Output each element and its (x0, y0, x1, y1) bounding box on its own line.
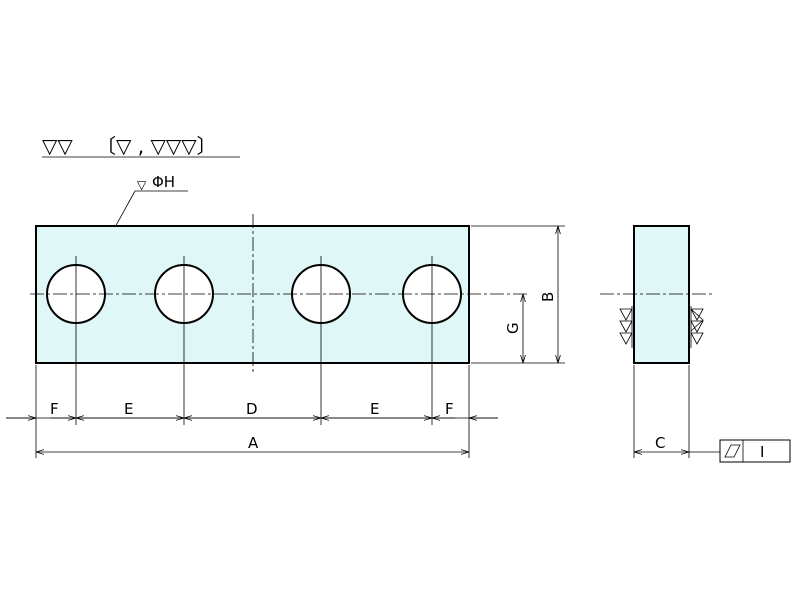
dim-label-G: G (504, 322, 522, 334)
dim-label-C: C (655, 434, 665, 452)
finish-right-2 (690, 320, 704, 333)
plate-body (35, 225, 470, 364)
dim-label-B: B (539, 292, 557, 302)
finish-right-3 (690, 332, 704, 345)
hole-finish-symbol: ▽ (137, 178, 147, 192)
tolerance-frame-box (719, 439, 791, 463)
finish-left-3 (619, 332, 633, 345)
finish-right-4 (690, 308, 704, 332)
surface-finish-symbol: ▽▽ (42, 134, 73, 158)
dimension-row-1: F E D E F (6, 400, 498, 418)
dimension-B-G: B G (471, 225, 565, 364)
flatness-icon (724, 444, 741, 458)
front-view (30, 214, 530, 458)
surface-finish-note: ▽▽ 〔▽ , ▽▽▽〕 (42, 134, 240, 158)
dimension-A: A (36, 434, 469, 452)
finish-left-2 (619, 320, 633, 333)
side-body (633, 225, 690, 364)
dim-label-F-right: F (445, 400, 454, 418)
finish-right-1 (690, 308, 704, 321)
tolerance-value: I (760, 443, 764, 461)
side-finish-left (619, 306, 633, 348)
surface-finish-bracket: 〔▽ , ▽▽▽〕 (96, 134, 217, 158)
side-finish-right (690, 306, 704, 348)
side-view: C (600, 225, 720, 458)
dim-label-A: A (248, 434, 259, 452)
hole-diameter-label: ΦH (152, 173, 175, 191)
dim-label-F-left: F (50, 400, 59, 418)
dim-label-D: D (246, 400, 258, 418)
dim-label-E-right: E (370, 400, 379, 418)
tolerance-frame: I (719, 439, 791, 463)
dim-label-E-left: E (124, 400, 133, 418)
finish-left-1 (619, 308, 633, 321)
